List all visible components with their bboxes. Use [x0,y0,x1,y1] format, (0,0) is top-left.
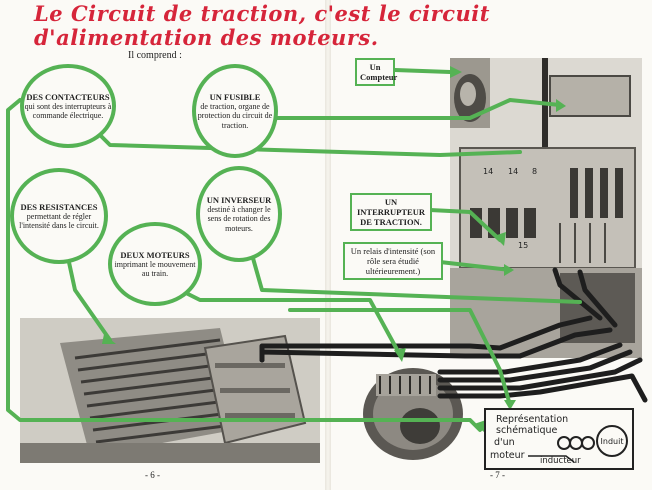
schema-inducteur: inducteur [540,456,581,466]
cable-3 [437,342,623,375]
panel-number-14b: 14 [508,167,518,176]
moteurs-bubble: DEUX MOTEURS imprimant le mouvement au t… [108,222,202,306]
cable-4 [437,349,633,383]
intro-text: Il comprend : [128,50,182,61]
wire-compteur [393,68,452,74]
panel-number-14a: 14 [483,167,493,176]
fusible-heading: UN FUSIBLE [209,91,261,102]
page-title: Le Circuit de traction, c'est le circuit… [34,1,490,50]
contacteurs-desc: qui sont des interrupteurs à commande él… [24,101,112,121]
contacteurs-heading: DES CONTACTEURS [26,91,110,102]
inducteur-coil-icon [557,436,595,450]
resistances-bubble: DES RESISTANCES permettant de régler l'i… [10,168,108,264]
page-number-left: - 6 - [145,470,160,480]
cable-5 [437,357,643,391]
compteur-label: Un Compteur [355,58,397,86]
cable-6 [437,373,648,403]
resistances-desc: permettant de régler l'intensité dans le… [19,211,99,231]
inverseur-heading: UN INVERSEUR [206,194,272,205]
cabinet-photo: 14 14 8 15 [450,58,642,358]
wire-contacteurs-cabinet [98,133,522,157]
moteurs-desc: imprimant le mouvement au train. [114,259,196,279]
interrupteur-label: UN INTERRUPTEUR DE TRACTION. [350,193,432,231]
cable-8 [577,269,618,328]
cable-1 [259,315,593,363]
fusible-bubble: UN FUSIBLE de traction, organe de protec… [192,64,278,158]
cable-7 [552,267,603,321]
schema-wire [528,455,575,463]
panel-number-15: 15 [518,241,528,250]
wire-schema [288,308,512,407]
schema-line-3: d'un [494,437,515,448]
motor-photo [363,368,463,460]
resistances-heading: DES RESISTANCES [20,201,98,212]
wire-interrupteur [428,208,502,242]
schema-line-1: Représentation [496,414,569,425]
schema-line-4: moteur [490,450,525,461]
page-gutter [325,0,331,490]
schema-line-2: schématique [496,425,558,436]
wire-fusible [268,98,562,120]
wire-inverseur [243,228,582,304]
moteurs-heading: DEUX MOTEURS [120,249,190,260]
relais-label: Un relais d'intensité (son rôle sera étu… [343,242,443,280]
panel-number-8: 8 [532,167,537,176]
induit-icon: Induit [596,425,628,457]
resistances-photo [20,318,320,463]
inverseur-bubble: UN INVERSEUR destiné à changer le sens d… [196,166,282,262]
wire-contacteurs [6,98,482,432]
inverseur-desc: destiné à changer le sens de rotation de… [207,204,271,233]
contacteurs-bubble: DES CONTACTEURS qui sont des interrupteu… [20,64,116,148]
page-number-right: - 7 - [490,470,505,480]
fusible-desc: de traction, organe de protection du cir… [197,101,273,130]
